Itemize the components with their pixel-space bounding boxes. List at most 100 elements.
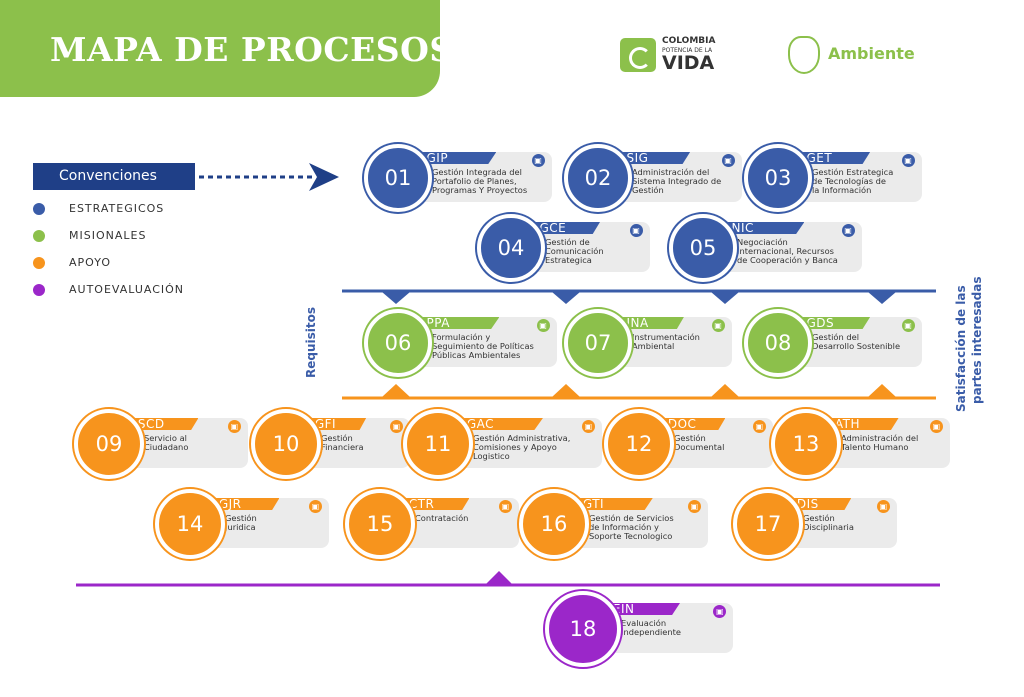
process-number-circle: 10 bbox=[251, 409, 321, 479]
monitor-icon: ▣ bbox=[752, 420, 766, 433]
process-code: SCD bbox=[137, 417, 165, 431]
description-line: Servicio al bbox=[144, 433, 187, 443]
team-icon: ▣ bbox=[901, 154, 915, 167]
requirements-label: Requisitos bbox=[304, 306, 318, 378]
network-icon: ▣ bbox=[581, 420, 595, 433]
process-number-circle: 03 bbox=[744, 144, 812, 212]
legend-dot bbox=[33, 203, 45, 215]
process-code: GFI bbox=[314, 417, 337, 431]
process-code: NIC bbox=[731, 221, 754, 235]
description-line: Talento Humano bbox=[841, 442, 909, 452]
description-line: Gestión bbox=[674, 433, 706, 443]
description-line: Seguimiento de Políticas bbox=[432, 341, 534, 351]
description-line: Administración del bbox=[632, 167, 710, 177]
colombia-logo-line2: POTENCIA DE LA bbox=[662, 47, 713, 54]
process-number-circle: 04 bbox=[477, 214, 545, 282]
book-icon: ▣ bbox=[536, 319, 550, 332]
process-number-circle: 07 bbox=[564, 309, 632, 377]
process-number-circle: 15 bbox=[345, 489, 415, 559]
process-number-circle: 17 bbox=[733, 489, 803, 559]
legend-label: MISIONALES bbox=[69, 229, 147, 242]
description-line: Gestión Administrativa, bbox=[473, 433, 571, 443]
description-line: Públicas Ambientales bbox=[432, 350, 521, 360]
description-line: Programas Y Proyectos bbox=[432, 185, 528, 195]
title-banner bbox=[0, 0, 440, 97]
satisfaction-label-line1: Satisfacción de las bbox=[954, 285, 968, 412]
description-line: Desarrollo Sostenible bbox=[812, 341, 901, 351]
thumbs-up-icon: ▣ bbox=[901, 319, 915, 332]
description-line: Gestión bbox=[225, 513, 257, 523]
description-line: Logistico bbox=[473, 451, 510, 461]
legend-label: ESTRATEGICOS bbox=[69, 202, 165, 215]
seal-icon bbox=[788, 36, 820, 74]
id-card-icon: ▣ bbox=[929, 420, 943, 433]
satisfaction-label-line2: partes interesadas bbox=[970, 276, 984, 404]
description-line: Gestión de Servicios bbox=[589, 513, 674, 523]
process-code: GJR bbox=[218, 497, 242, 511]
process-code: GIP bbox=[426, 151, 449, 165]
description-line: Ciudadano bbox=[144, 442, 189, 452]
description-line: Negociación bbox=[737, 237, 788, 247]
process-code: CTR bbox=[408, 497, 435, 511]
money-icon: ▣ bbox=[389, 420, 403, 433]
process-code: GCE bbox=[539, 221, 567, 235]
laptop-icon: ▣ bbox=[687, 500, 701, 513]
tools-icon: ▣ bbox=[711, 319, 725, 332]
ambiente-logo-text: Ambiente bbox=[828, 44, 915, 63]
legend-dot bbox=[33, 284, 45, 296]
description-line: Gestión de bbox=[545, 237, 590, 247]
legend-arrow bbox=[199, 163, 339, 191]
handshake-icon: ▣ bbox=[498, 500, 512, 513]
description-line: Comisiones y Apoyo bbox=[473, 442, 557, 452]
legend-dot bbox=[33, 257, 45, 269]
colombia-logo-line1: COLOMBIA bbox=[662, 36, 716, 46]
cycle-icon: ▣ bbox=[721, 154, 735, 167]
description-line: Independiente bbox=[621, 627, 681, 637]
legend-label: AUTOEVALUACIÓN bbox=[69, 283, 185, 296]
process-number-circle: 08 bbox=[744, 309, 812, 377]
process-number-circle: 06 bbox=[364, 309, 432, 377]
process-code: INA bbox=[626, 316, 649, 330]
process-code: GAC bbox=[466, 417, 495, 431]
description-line: Portafolio de Planes, bbox=[432, 176, 517, 186]
process-number-circle: 16 bbox=[519, 489, 589, 559]
process-number-circle: 14 bbox=[155, 489, 225, 559]
description-line: Estrategica bbox=[545, 255, 592, 265]
legend-label: APOYO bbox=[69, 256, 111, 269]
process-number-circle: 11 bbox=[403, 409, 473, 479]
process-number-circle: 09 bbox=[74, 409, 144, 479]
folder-icon: ▣ bbox=[876, 500, 890, 513]
description-line: Gestión Integrada del bbox=[432, 167, 522, 177]
process-code: SIG bbox=[626, 151, 649, 165]
description-line: Gestión Estrategica bbox=[812, 167, 894, 177]
process-number-circle: 12 bbox=[604, 409, 674, 479]
process-description: Contratación bbox=[415, 514, 517, 523]
process-number-circle: 01 bbox=[364, 144, 432, 212]
process-code: DOC bbox=[667, 417, 697, 431]
description-line: Contratación bbox=[415, 513, 469, 523]
colombia-logo: COLOMBIA POTENCIA DE LA VIDA bbox=[620, 36, 730, 76]
process-code: EIN bbox=[612, 602, 635, 616]
colombia-logo-line3: VIDA bbox=[662, 52, 715, 74]
description-line: la Información bbox=[812, 185, 872, 195]
process-number-circle: 13 bbox=[771, 409, 841, 479]
process-number-circle: 05 bbox=[669, 214, 737, 282]
process-code: ATH bbox=[834, 417, 860, 431]
description-line: Soporte Tecnologico bbox=[589, 531, 673, 541]
description-line: de Cooperación y Banca bbox=[737, 255, 838, 265]
description-line: Disciplinaria bbox=[803, 522, 854, 532]
gavel-icon: ▣ bbox=[308, 500, 322, 513]
process-number-circle: 18 bbox=[545, 591, 621, 667]
